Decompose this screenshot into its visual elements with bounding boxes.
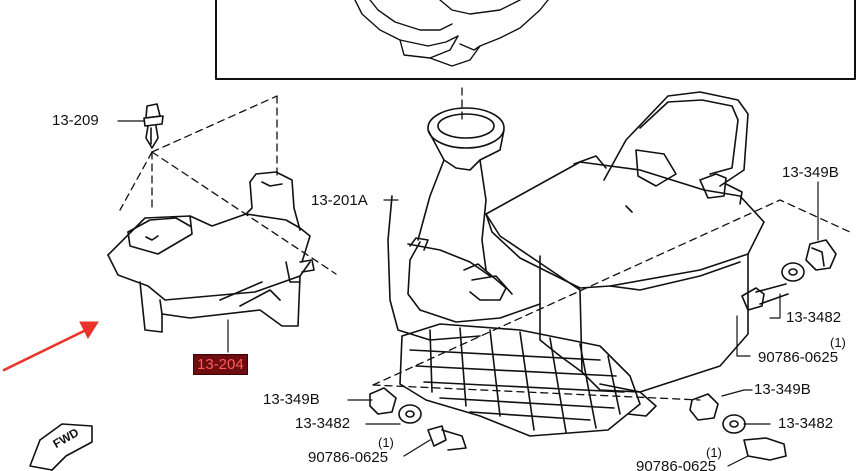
inset-part	[354, 0, 549, 67]
qty-left: (1)	[378, 435, 394, 450]
label-13-349B-left: 13-349B	[263, 391, 320, 408]
label-13-349B-top: 13-349B	[782, 164, 839, 181]
label-13-349B-bottom-right: 13-349B	[754, 381, 811, 398]
fwd-arrow-outline	[29, 423, 93, 471]
air-cleaner-13-201A	[387, 91, 765, 437]
label-90786-0625-left: 90786-0625	[308, 449, 389, 466]
inset-frame	[215, 0, 856, 80]
label-90786-0625-bottom-right: 90786-0625	[636, 458, 717, 471]
red-pointer-arrow	[2, 321, 99, 372]
hardware-bottom-right	[689, 393, 787, 461]
clip-13-209	[143, 103, 164, 149]
dashed-guides	[119, 87, 851, 401]
hardware-right	[741, 239, 837, 311]
label-13-3482-right: 13-3482	[786, 309, 842, 326]
label-13-209: 13-209	[52, 112, 99, 129]
qty-right: (1)	[830, 335, 846, 350]
qty-bottom-right: (1)	[706, 445, 722, 460]
label-13-3482-left: 13-3482	[295, 415, 351, 432]
leader-lines	[117, 120, 819, 467]
hardware-left	[369, 387, 467, 451]
label-13-204-highlighted: 13-204	[193, 354, 248, 375]
label-90786-0625-right: 90786-0625	[758, 349, 839, 366]
bracket-13-204	[107, 171, 315, 333]
label-13-3482-bottom-right: 13-3482	[778, 415, 834, 432]
label-13-201A: 13-201A	[311, 192, 368, 209]
